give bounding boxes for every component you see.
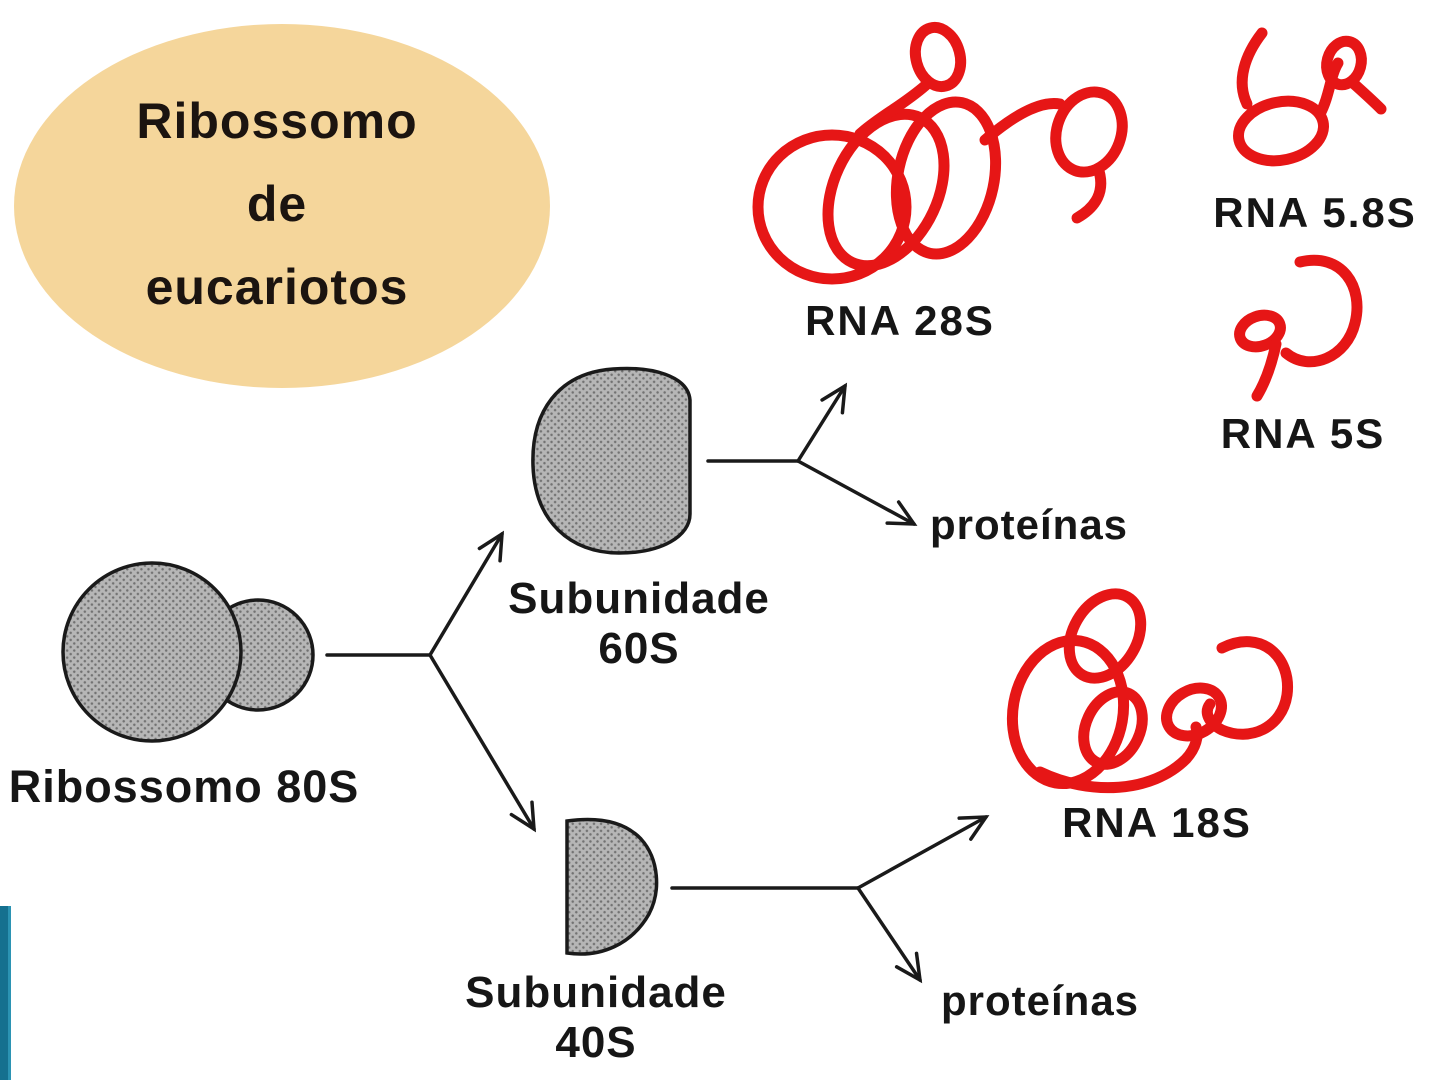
title-line-2: de <box>246 176 308 232</box>
ribosome-80s-label: Ribossomo 80S <box>8 761 360 812</box>
rna-5-8s-squiggle <box>1233 27 1387 167</box>
title-bubble-text: Ribossomo de eucariotos <box>42 80 512 329</box>
rna-18s-squiggle <box>1006 588 1294 794</box>
subunit-40s-value: 40S <box>555 1018 637 1067</box>
rna-5s-squiggle <box>1234 254 1363 402</box>
rna-5s-label: RNA 5S <box>1220 410 1386 457</box>
subunit-60s-name: Subunidade <box>508 574 770 623</box>
arrow-60s-split <box>706 382 918 526</box>
arrow-40s-split <box>670 815 990 984</box>
rna-28s-label: RNA 28S <box>805 297 995 344</box>
rna-5-8s-label: RNA 5.8S <box>1213 189 1417 236</box>
proteins-top-label: proteínas <box>930 501 1129 548</box>
subunit-40s-shape <box>565 817 659 956</box>
subunit-40s-name: Subunidade <box>465 968 727 1017</box>
ribosome-80s-shape <box>61 561 315 743</box>
rna-18s-label: RNA 18S <box>1062 799 1252 846</box>
subunit-60s-shape <box>531 366 692 555</box>
title-line-1: Ribossomo <box>136 93 418 149</box>
subunit-60s-value: 60S <box>598 624 680 673</box>
arrow-80s-split <box>325 530 537 833</box>
subunit-60s-label: Subunidade 60S <box>498 574 780 674</box>
subunit-40s-label: Subunidade 40S <box>455 968 737 1068</box>
rna-28s-squiggle <box>752 21 1128 285</box>
title-bubble <box>14 24 550 388</box>
teal-edge-bar <box>0 906 11 1080</box>
title-line-3: eucariotos <box>145 259 409 315</box>
proteins-bottom-label: proteínas <box>941 977 1140 1024</box>
